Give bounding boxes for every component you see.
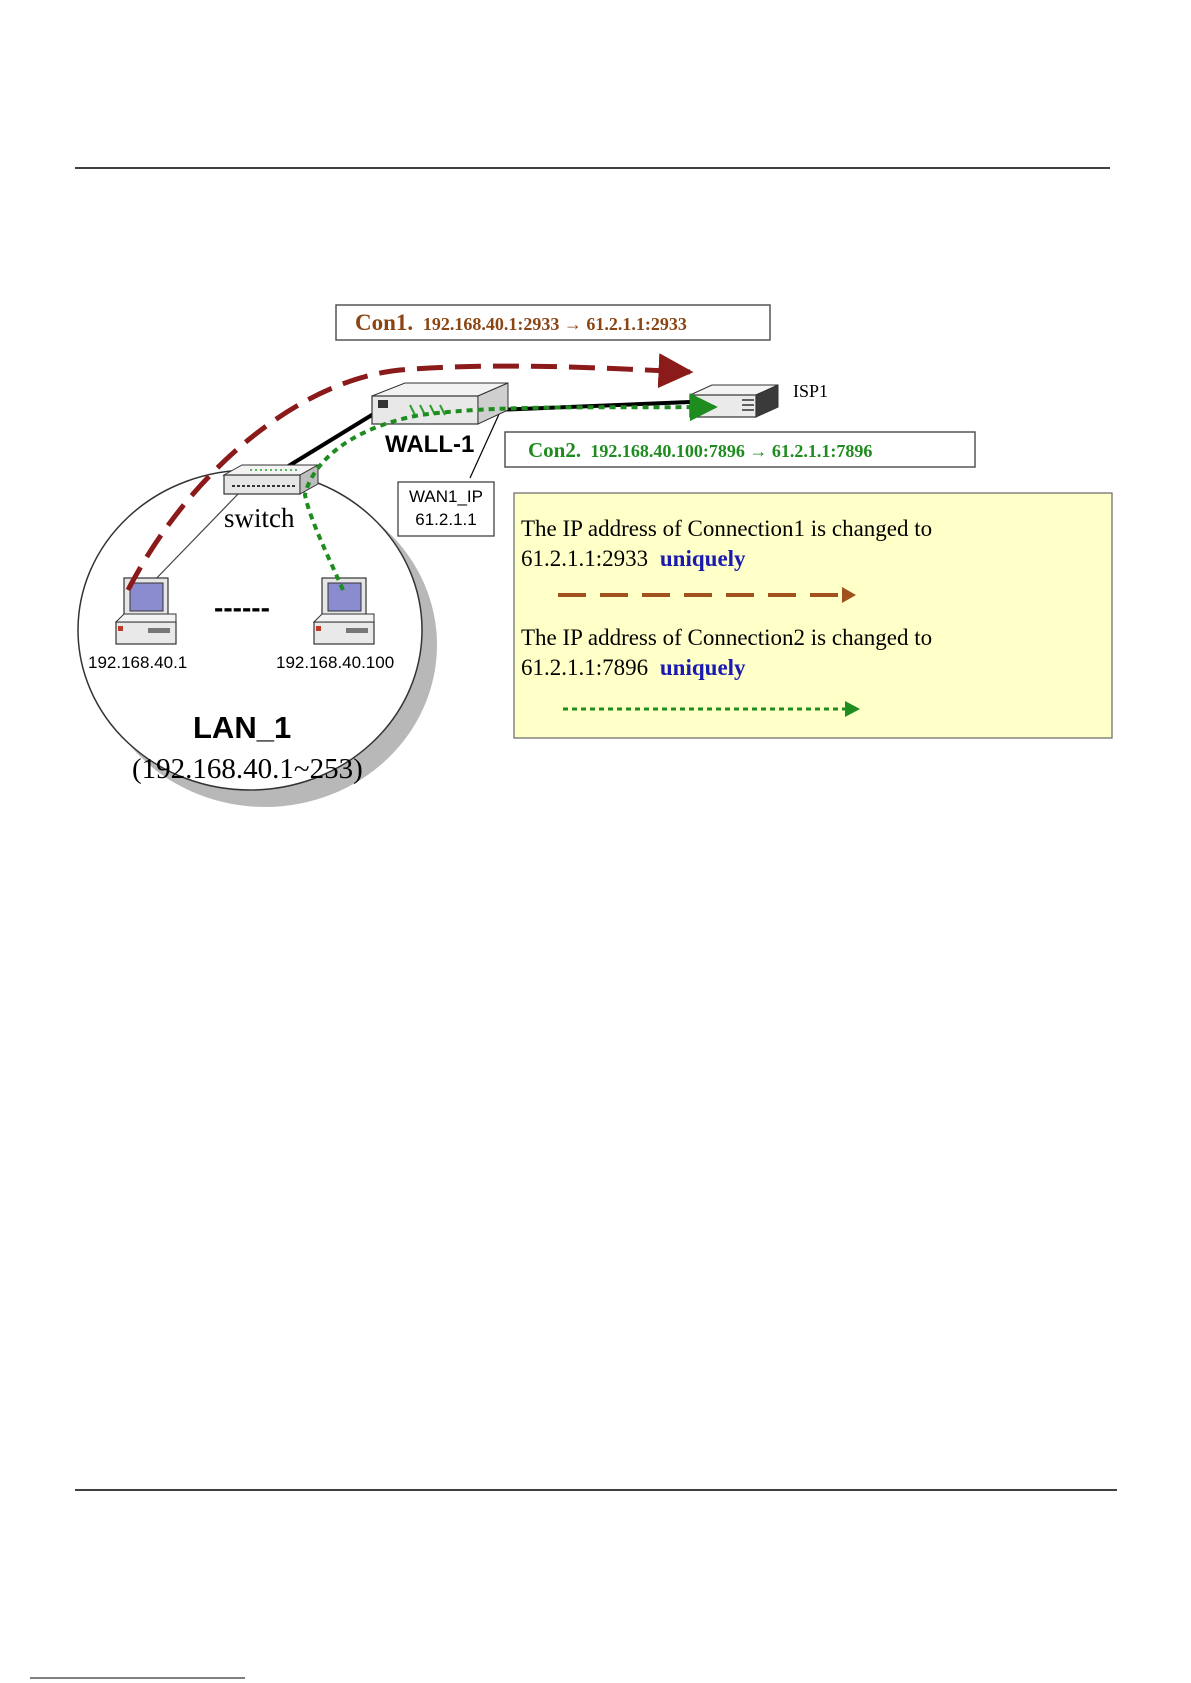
legend-line2: 61.2.1.1:2933 uniquely	[521, 546, 746, 571]
legend-con1-arrowhead	[842, 587, 856, 603]
link-switch-pc1	[149, 491, 241, 586]
legend-con2-arrowhead	[845, 701, 860, 717]
con2-path	[302, 393, 718, 591]
legend-line2-emph: uniquely	[660, 546, 746, 571]
isp-label: ISP1	[793, 381, 828, 401]
wan-callout-box: WAN1_IP 61.2.1.1	[397, 481, 495, 537]
router-icon	[371, 382, 509, 425]
router-label: WALL-1	[385, 431, 474, 458]
con2-prefix: Con2.	[528, 438, 581, 462]
lan-label: LAN_1	[193, 710, 291, 745]
link-router-wan-callout	[469, 411, 501, 479]
legend-box: The IP address of Connection1 is changed…	[513, 492, 1113, 739]
switch-icon	[222, 464, 320, 495]
isp-device-icon	[689, 384, 779, 418]
legend-line3: The IP address of Connection2 is changed…	[521, 625, 932, 650]
con1-label-box: Con1. 192.168.40.1:2933 → 61.2.1.1:2933	[335, 304, 771, 341]
con1-mapping: 192.168.40.1:2933 → 61.2.1.1:2933	[423, 314, 687, 334]
pc1-ip-label: 192.168.40.1	[88, 653, 187, 672]
legend-line1: The IP address of Connection1 is changed…	[521, 516, 932, 541]
legend-line4: 61.2.1.1:7896 uniquely	[521, 655, 746, 680]
switch-label: switch	[224, 503, 295, 533]
pc2-ip-label: 192.168.40.100	[276, 653, 394, 672]
svg-text:Con1. 192.168.40.1:2933: Con1. 192.168.40.1:2933 → 61.2.1.1:2933	[355, 310, 687, 335]
wan-callout-line2: 61.2.1.1	[415, 510, 476, 529]
pc2-icon	[312, 577, 375, 645]
con1-path	[125, 353, 694, 592]
pc1-icon	[114, 577, 177, 645]
legend-line2-value: 61.2.1.1:2933	[521, 546, 648, 571]
svg-text:Con2. 192.168.40.100:789: Con2. 192.168.40.100:7896 → 61.2.1.1:789…	[528, 438, 872, 462]
wan-callout-line1: WAN1_IP	[409, 487, 483, 506]
pc-ellipsis: ------	[214, 592, 270, 623]
lan-range-label: (192.168.40.1~253)	[132, 753, 363, 785]
link-switch-router	[280, 408, 382, 472]
con1-prefix: Con1.	[355, 310, 413, 335]
con2-mapping: 192.168.40.100:7896 → 61.2.1.1:7896	[590, 441, 872, 461]
legend-line4-value: 61.2.1.1:7896	[521, 655, 648, 680]
legend-line4-emph: uniquely	[660, 655, 746, 680]
con2-label-box: Con2. 192.168.40.100:7896 → 61.2.1.1:789…	[504, 431, 976, 468]
